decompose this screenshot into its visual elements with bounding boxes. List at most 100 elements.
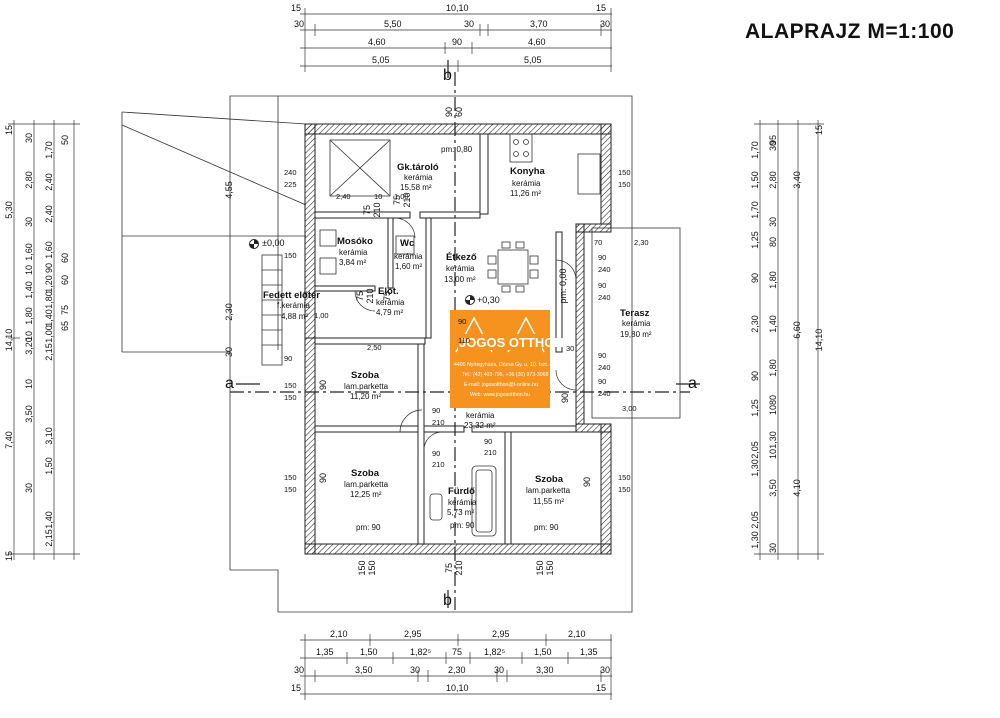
svg-text:Előt.: Előt.	[378, 286, 399, 297]
room-laundry: Mosóko kerámia 3,84 m²	[337, 236, 373, 267]
right-mid-dim: 2,05	[750, 441, 760, 459]
svg-text:11,26 m²: 11,26 m²	[510, 189, 541, 198]
interior-walls	[314, 133, 577, 545]
room-entry: Fedett előtér f.kerámia 4,88 m²	[263, 290, 320, 321]
svg-text:75: 75	[452, 647, 462, 657]
wall-dim-label: 90	[318, 473, 328, 483]
svg-text:30: 30	[410, 665, 420, 675]
svg-text:11,20 m²: 11,20 m²	[350, 392, 381, 401]
svg-text:Szoba: Szoba	[351, 370, 380, 381]
right-inner-dim: 2,80	[768, 171, 778, 189]
svg-text:3,50: 3,50	[355, 665, 373, 675]
left-extra-dim: 50	[60, 135, 70, 145]
wall-dim-label: 150	[357, 560, 367, 575]
svg-text:90: 90	[432, 449, 440, 458]
svg-text:2,40: 2,40	[336, 192, 351, 201]
left-mid-dim: 1,40	[44, 309, 54, 327]
svg-text:kerámia: kerámia	[376, 298, 405, 307]
svg-text:110: 110	[458, 336, 470, 345]
svg-text:30: 30	[464, 19, 474, 29]
right-inner-dim: 80	[768, 237, 778, 247]
room-garage: Gk.tároló kerámia 15,58 m² pm: 0,80	[397, 145, 473, 192]
right-inner-dim: 1,80	[768, 359, 778, 377]
svg-text:3,70: 3,70	[530, 19, 548, 29]
left-mid-dim: 2,40	[44, 205, 54, 223]
svg-text:lam.parketta: lam.parketta	[344, 480, 389, 489]
svg-text:10,10: 10,10	[446, 3, 469, 13]
svg-text:1,35: 1,35	[580, 647, 598, 657]
svg-text:10: 10	[374, 192, 382, 201]
svg-text:2,30: 2,30	[634, 238, 649, 247]
left-outer-dim: 15	[4, 551, 14, 561]
logo-name: JOGOS OTTHON	[459, 335, 564, 350]
svg-text:90: 90	[452, 37, 462, 47]
svg-text:4,60: 4,60	[368, 37, 386, 47]
svg-text:2,30: 2,30	[448, 665, 466, 675]
svg-text:4,79 m²: 4,79 m²	[376, 308, 403, 317]
svg-text:kerámia: kerámia	[448, 498, 477, 507]
left-mid-dim: 1,40	[44, 511, 54, 529]
svg-text:19,80 m²: 19,80 m²	[620, 330, 652, 339]
left-inner-dim: 30	[24, 133, 34, 143]
svg-text:90: 90	[598, 253, 606, 262]
wall-dim-label: 60	[454, 107, 464, 117]
svg-text:150: 150	[284, 485, 297, 494]
wall-dim-label: 90	[582, 477, 592, 487]
left-extra-dim: 75	[60, 305, 70, 315]
svg-text:1,00: 1,00	[394, 192, 409, 201]
dimensions-right	[754, 120, 824, 560]
svg-text:30: 30	[294, 665, 304, 675]
left-mid-dim: 1,60	[44, 241, 54, 259]
wall-dim-label: 2,30	[224, 303, 234, 321]
wall-dim-label: 4,55	[224, 181, 234, 199]
svg-text:210: 210	[432, 460, 445, 469]
svg-text:15: 15	[596, 683, 606, 693]
right-inner-dim: 30	[768, 543, 778, 553]
logo-line-3: E-mail: jogosotthon@t-online.hu	[464, 382, 538, 388]
right-inner-dim: 80	[768, 395, 778, 405]
roof-outline	[121, 95, 633, 613]
wall-dim-label: 150	[535, 560, 545, 575]
room-bathroom: Fürdő kerámia 5,73 m² pm: 90	[447, 486, 477, 530]
svg-text:90: 90	[484, 437, 492, 446]
svg-text:1,60 m²: 1,60 m²	[395, 262, 422, 271]
dimension-text-left: 155,3014,107,40151,702,402,401,60901,201…	[4, 125, 70, 561]
right-outer-dim: 14,10	[814, 329, 824, 352]
svg-text:Fedett előtér: Fedett előtér	[263, 290, 320, 301]
left-inner-dim: 3,50	[24, 405, 34, 423]
left-mid-dim: 1,50	[44, 457, 54, 475]
svg-text:kerámia: kerámia	[446, 264, 475, 273]
svg-text:+0,30: +0,30	[477, 295, 500, 305]
svg-text:3,30: 3,30	[536, 665, 554, 675]
svg-text:13,00 m²: 13,00 m²	[444, 275, 476, 284]
left-mid-dim: 1,70	[44, 141, 54, 159]
wall-dim-label: 75	[382, 291, 392, 301]
left-mid-dim: 1,20	[44, 275, 54, 293]
svg-text:12,25 m²: 12,25 m²	[350, 490, 382, 499]
svg-text:5,05: 5,05	[524, 55, 542, 65]
right-inner-dim: 1,40	[768, 315, 778, 333]
svg-text:5,50: 5,50	[384, 19, 402, 29]
dimensions-left	[8, 120, 80, 560]
right-inner-dim: 30	[768, 141, 778, 151]
section-a-left: a	[225, 375, 234, 392]
right-inner-dim: 1,30	[768, 431, 778, 449]
wall-dim-label: 30	[224, 347, 234, 357]
svg-text:30: 30	[494, 665, 504, 675]
level-marker-inside: +0,30	[465, 295, 500, 305]
svg-text:lam.parketta: lam.parketta	[526, 486, 571, 495]
svg-text:30: 30	[600, 19, 610, 29]
room-bedroom-1: Szoba lam.parketta 11,20 m²	[344, 370, 389, 401]
svg-text:kerámia: kerámia	[339, 248, 368, 257]
wall-dim-label: 210	[365, 288, 375, 303]
svg-text:150: 150	[618, 473, 631, 482]
svg-text:Wc: Wc	[400, 238, 414, 249]
room-bedroom-2: Szoba lam.parketta 12,25 m² pm: 90	[344, 468, 389, 532]
right-outer-dim: 6,60	[792, 321, 802, 339]
left-inner-dim: 10	[24, 331, 34, 341]
room-living: kerámia 23,32 m²	[464, 411, 496, 430]
svg-text:kerámia: kerámia	[404, 173, 433, 182]
svg-text:30: 30	[566, 344, 574, 353]
